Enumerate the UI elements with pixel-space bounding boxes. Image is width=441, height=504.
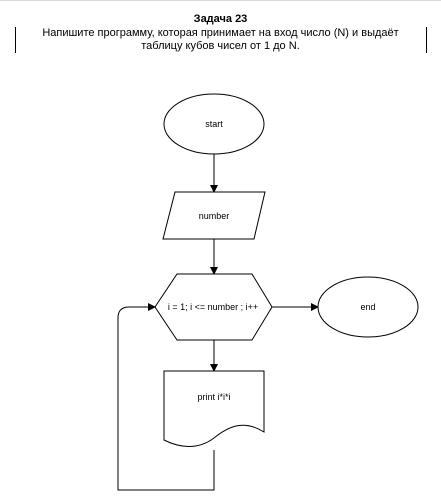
- task-description-line-1: Напишите программу, которая принимает на…: [42, 27, 399, 39]
- start-node: start: [163, 93, 265, 155]
- loop-node-label: i = 1; i <= number ; i++: [168, 302, 258, 312]
- input-node: number: [162, 191, 266, 240]
- loop-node: i = 1; i <= number ; i++: [154, 273, 273, 341]
- arrow-print-back-to-loop: [117, 303, 215, 491]
- task-title: Задача 23: [193, 13, 248, 25]
- end-node: end: [317, 276, 419, 338]
- top-divider: [0, 0, 441, 1]
- input-node-label: number: [199, 211, 230, 221]
- task-description-line-2: таблицу кубов чисел от 1 до N.: [141, 40, 300, 52]
- task-header: Задача 23 Напишите программу, которая пр…: [0, 13, 441, 53]
- end-node-label: end: [360, 302, 375, 312]
- task-description: Напишите программу, которая принимает на…: [14, 27, 427, 53]
- print-node-label: print i*i*i: [197, 392, 230, 402]
- print-node: print i*i*i: [163, 370, 265, 447]
- start-node-label: start: [205, 119, 223, 129]
